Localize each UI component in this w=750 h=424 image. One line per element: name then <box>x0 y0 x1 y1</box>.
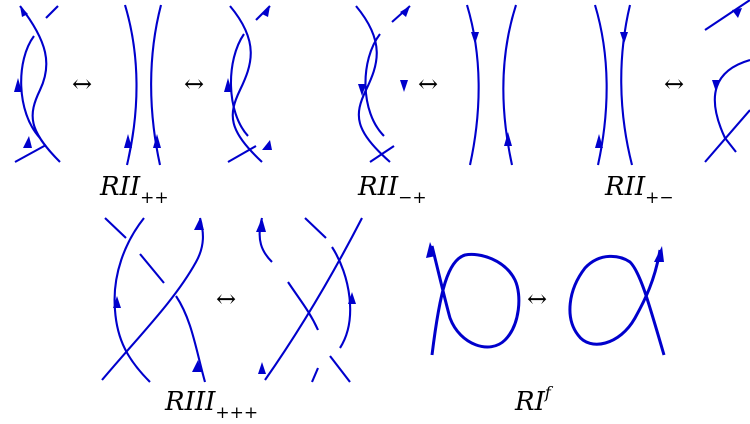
ri-f-left-diagram <box>426 242 521 356</box>
rii-mp-left-diagram <box>355 5 411 163</box>
arrow-head <box>654 246 664 262</box>
arrow-head <box>712 80 720 92</box>
arrow-head <box>262 140 272 150</box>
arrow-head <box>595 134 603 148</box>
arrow-head <box>426 242 436 258</box>
arrow-head <box>224 78 232 92</box>
arrow-head <box>113 296 121 308</box>
arrow-head <box>192 360 202 372</box>
arrow-head <box>262 6 270 17</box>
arrow-head <box>124 134 132 148</box>
equivalence-symbol: ↔ <box>418 70 438 98</box>
arrow-head <box>400 6 410 17</box>
equivalence-symbol: ↔ <box>72 70 92 98</box>
arrow-head <box>358 84 366 96</box>
arrow-head <box>23 136 32 148</box>
arrow-head <box>504 132 512 146</box>
move-label-riii-ppp: RIII+++ <box>164 387 258 423</box>
rii-pm-left-diagram <box>593 4 634 166</box>
move-label-rii-pm: RII+− <box>604 172 674 208</box>
arrow-head <box>153 134 161 148</box>
move-label-rii-mp: RII−+ <box>357 172 427 208</box>
rii-mp-middle-diagram <box>465 4 518 166</box>
ri-f-right-diagram <box>568 246 666 356</box>
arrow-head <box>732 8 742 18</box>
rii-pp-right-diagram <box>224 5 272 163</box>
arrow-head <box>20 6 28 17</box>
arrow-head <box>400 80 408 92</box>
rii-pp-middle-diagram <box>123 4 163 166</box>
rii-pp-left-diagram <box>14 5 61 163</box>
arrow-head <box>348 292 356 304</box>
equivalence-symbol: ↔ <box>184 70 204 98</box>
arrow-head <box>256 218 266 232</box>
arrow-head <box>620 32 628 44</box>
riii-ppp-right-diagram <box>256 217 363 383</box>
equivalence-symbol: ↔ <box>216 285 236 313</box>
move-label-ri-f: RIf <box>514 383 554 417</box>
equivalence-symbol: ↔ <box>664 70 684 98</box>
arrow-head <box>14 78 22 92</box>
equivalence-symbol: ↔ <box>527 285 547 313</box>
arrow-head <box>258 362 266 374</box>
riii-ppp-left-diagram <box>101 217 207 383</box>
rii-pm-right-diagram <box>704 0 750 163</box>
arrow-head <box>471 32 479 44</box>
move-label-rii-pp: RII++ <box>99 172 169 208</box>
arrow-head <box>194 218 204 230</box>
